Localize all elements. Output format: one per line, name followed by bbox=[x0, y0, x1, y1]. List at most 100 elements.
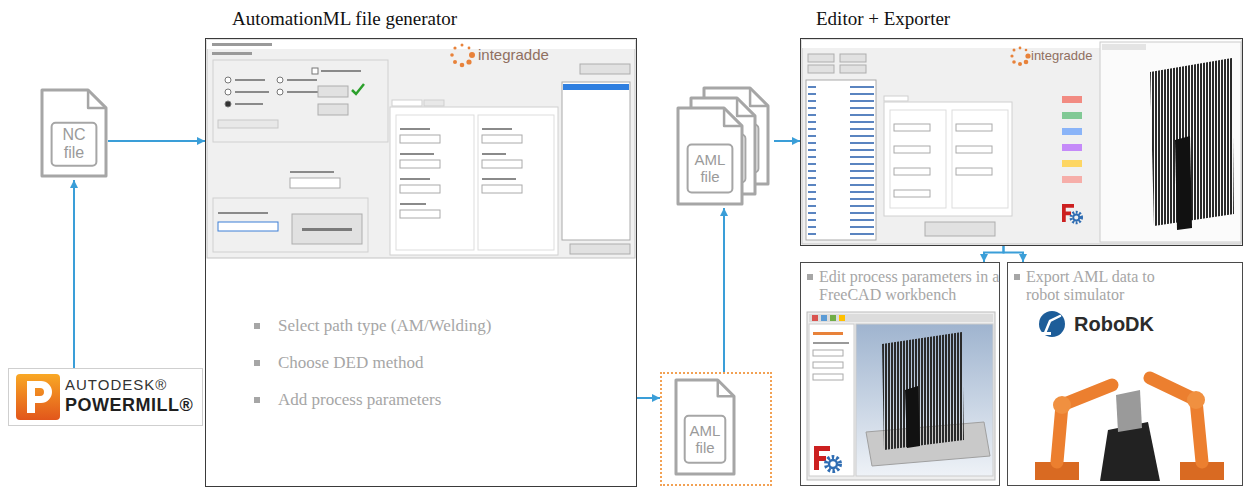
integradde-swirl bbox=[1013, 49, 1016, 52]
powermill-icon-square bbox=[16, 374, 60, 420]
robodk-illustration bbox=[1187, 391, 1205, 409]
editor-ui-capture bbox=[1062, 160, 1082, 167]
generator-ui-capture bbox=[277, 89, 283, 95]
generator-ui-capture bbox=[400, 203, 426, 205]
editor-ui-capture bbox=[808, 84, 874, 238]
generator-ui-capture bbox=[580, 64, 630, 74]
generator-ui-capture bbox=[482, 128, 512, 130]
generator-ui-capture bbox=[207, 40, 635, 258]
freecad-step-box: Edit process parameters in a FreeCAD wor… bbox=[800, 262, 1000, 486]
flow-arrow bbox=[723, 208, 725, 372]
file-outline bbox=[676, 380, 734, 474]
editor-ui-capture bbox=[890, 110, 946, 208]
generator-ui-capture bbox=[235, 103, 263, 105]
generator-ui-capture bbox=[396, 115, 474, 250]
generator-ui-capture bbox=[563, 84, 629, 90]
generator-ui-capture bbox=[302, 228, 352, 231]
generator-ui-capture bbox=[562, 82, 630, 240]
integradde-swirl bbox=[1018, 62, 1022, 66]
robodk-illustration bbox=[1042, 332, 1051, 335]
freecad-logo bbox=[814, 446, 840, 471]
robodk-illustration bbox=[1116, 390, 1142, 432]
step-bullet: Select path type (AM/Welding) bbox=[278, 316, 491, 336]
generator-ui-capture bbox=[400, 178, 430, 180]
step-bullet: Add process parameters bbox=[278, 390, 441, 410]
generator-ui-capture bbox=[352, 84, 364, 94]
generator-ui-capture bbox=[213, 60, 388, 142]
integradde-swirl bbox=[1024, 60, 1029, 65]
generator-ui-capture bbox=[478, 115, 554, 250]
panel-heading: Editor + Exporter bbox=[816, 8, 950, 30]
generator-panel: AutomationML file generatorSelect path t… bbox=[205, 38, 637, 487]
robodk-illustration bbox=[1045, 316, 1060, 333]
logo-text: RoboDK bbox=[1074, 313, 1154, 336]
generator-ui-capture bbox=[207, 40, 635, 49]
editor-ui-capture bbox=[894, 124, 930, 131]
editor-ui-capture bbox=[884, 102, 1012, 216]
integradde-swirl bbox=[461, 44, 464, 47]
generator-ui-capture bbox=[400, 128, 430, 130]
editor-ui-capture bbox=[1102, 44, 1146, 50]
bullet-square bbox=[254, 360, 260, 366]
freecad-logo bbox=[814, 456, 826, 461]
editor-ui-capture bbox=[808, 54, 834, 62]
freecad-ui-capture bbox=[813, 374, 843, 380]
editor-ui-capture bbox=[806, 80, 876, 240]
step-bullet: Edit process parameters in a FreeCAD wor… bbox=[819, 268, 1001, 305]
robodk-step-box: Export AML data to robot simulatorRoboDK bbox=[1007, 262, 1243, 486]
editor-ui-capture bbox=[894, 190, 930, 197]
generator-ui-capture bbox=[287, 79, 317, 81]
generator-ui-capture bbox=[400, 135, 440, 143]
generator-ui-capture bbox=[318, 86, 348, 97]
editor-ui-capture bbox=[1150, 58, 1234, 226]
robodk-illustration bbox=[1150, 378, 1202, 462]
generator-ui-capture bbox=[570, 244, 630, 254]
generator-ui-capture bbox=[290, 178, 340, 188]
editor-ui-capture bbox=[956, 124, 992, 131]
integradde-swirl bbox=[469, 52, 475, 58]
integradde-swirl bbox=[450, 53, 454, 57]
editor-ui-capture bbox=[840, 54, 866, 62]
editor-ui-capture bbox=[840, 65, 866, 73]
generator-ui-capture bbox=[218, 120, 278, 128]
generator-ui-capture bbox=[312, 68, 318, 74]
editor-ui-capture bbox=[1062, 128, 1082, 135]
generator-ui-capture bbox=[400, 153, 434, 155]
generator-ui-capture bbox=[400, 185, 440, 193]
freecad-logo bbox=[1071, 212, 1082, 223]
integradde-swirl bbox=[460, 63, 465, 68]
freecad-logo bbox=[1073, 215, 1079, 221]
generator-ui-capture bbox=[287, 91, 319, 93]
editor-ui-capture bbox=[1062, 144, 1082, 151]
freecad-ui-capture bbox=[813, 362, 843, 368]
generator-ui-capture bbox=[321, 70, 361, 72]
generator-ui-capture bbox=[290, 171, 334, 173]
file-icon bbox=[42, 90, 106, 176]
editor-ui-capture bbox=[894, 168, 930, 175]
robodk-illustration bbox=[1035, 311, 1224, 481]
robodk-illustration bbox=[1053, 396, 1071, 414]
generator-ui-capture bbox=[277, 77, 283, 83]
generator-ui-capture bbox=[482, 160, 522, 168]
powermill-icon-mark bbox=[27, 381, 52, 413]
generator-ui-capture bbox=[400, 160, 440, 168]
generator-ui-capture bbox=[318, 104, 348, 115]
integradde-swirl bbox=[453, 60, 457, 64]
freecad-logo bbox=[829, 460, 837, 468]
generator-ui-capture bbox=[207, 40, 635, 258]
integradde-swirl bbox=[466, 59, 471, 64]
generator-ui-capture bbox=[392, 100, 422, 106]
freecad-ui-capture bbox=[807, 312, 995, 480]
freecad-ui-capture bbox=[809, 314, 993, 322]
file-label-band bbox=[688, 144, 733, 192]
editor-ui-capture bbox=[1062, 176, 1082, 183]
file-icon bbox=[678, 108, 742, 204]
editor-ui-capture bbox=[802, 40, 1241, 244]
generator-ui-capture bbox=[400, 210, 440, 218]
file-fold bbox=[750, 88, 768, 106]
file-label-band bbox=[52, 123, 97, 166]
freecad-ui-capture bbox=[807, 312, 995, 480]
logo-wordmark: integradde bbox=[478, 46, 549, 63]
file-label: NC file bbox=[52, 123, 97, 166]
flow-arrow bbox=[984, 246, 1004, 262]
